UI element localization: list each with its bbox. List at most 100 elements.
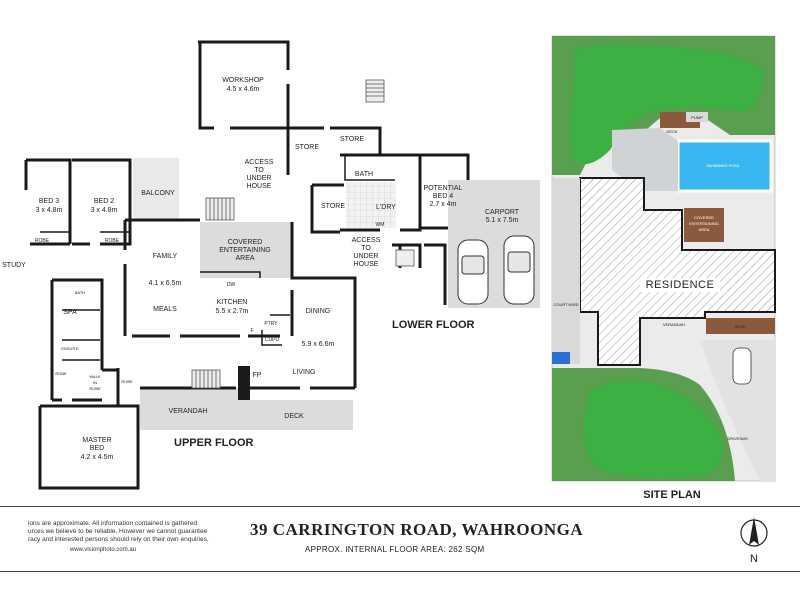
balcony-label: BALCONY: [141, 190, 175, 197]
ensuite-label: ENSUITE: [61, 346, 79, 351]
access-label: HOUSE: [354, 261, 379, 268]
bed4-label: POTENTIAL: [424, 185, 463, 192]
store-label: STORE: [295, 144, 319, 151]
dishwasher-label: DW: [227, 282, 236, 288]
covered-entertaining-area: [200, 222, 292, 278]
stairs: [191, 79, 415, 389]
verandah-label: VERANDAH: [663, 322, 685, 327]
disclaimer-line: urces we believe to be reliable. However…: [28, 528, 208, 535]
site-plan: [551, 35, 776, 482]
floor-area: APPROX. INTERNAL FLOOR AREA: 262 SQM: [305, 545, 485, 554]
site-plan-title: SITE PLAN: [643, 489, 701, 501]
access-label: UNDER: [354, 253, 379, 260]
carport-size: 5.1 x 7.5m: [486, 217, 519, 224]
pantry-label: PTRY: [264, 321, 278, 327]
website-link[interactable]: www.visionphoto.com.au: [70, 547, 137, 553]
verandah-label: VERANDAH: [169, 408, 208, 415]
living-label: LIVING: [293, 369, 316, 376]
kitchen-size: 5.5 x 2.7m: [216, 308, 249, 315]
property-address: 39 CARRINGTON ROAD, WAHROONGA: [250, 520, 584, 539]
covered-entertaining-site: [684, 208, 724, 242]
meals-label: MEALS: [153, 306, 177, 313]
walk-in-robe-label: WALK: [89, 374, 101, 379]
store-label: STORE: [340, 136, 364, 143]
covered-area-label: AREA: [699, 227, 710, 232]
disclaimer: ions are approximate. All information co…: [28, 520, 238, 544]
deck-label: DECK: [666, 129, 677, 134]
dining-size: 5.9 x 6.6m: [302, 341, 335, 348]
north-arrow-icon: N: [740, 517, 768, 565]
access-label: HOUSE: [247, 183, 272, 190]
cupboard-label: CUPD: [265, 337, 280, 343]
master-bed-label: BED: [90, 445, 104, 452]
family-label: FAMILY: [153, 253, 178, 260]
driveway: [700, 340, 775, 481]
deck-label: DECK: [734, 324, 745, 329]
residence-label-bg: [640, 278, 720, 292]
store-label: STORE: [321, 203, 345, 210]
walk-in-robe-label: ROBE: [89, 386, 101, 391]
north-label: N: [750, 553, 758, 565]
covered-area-label: COVERED: [228, 239, 263, 246]
disclaimer-line: racy and interested persons should rely …: [28, 536, 209, 543]
access-label: ACCESS: [245, 159, 274, 166]
deck-label: DECK: [284, 413, 304, 420]
residence-label: RESIDENCE: [646, 279, 715, 291]
footer-rule-bottom: [0, 571, 800, 572]
access-label: TO: [254, 167, 264, 174]
master-bed-size: 4.2 x 4.5m: [81, 454, 114, 461]
fireplace-label: FP: [253, 372, 262, 379]
courtyard-label: COURTYARD: [554, 302, 579, 307]
workshop-label: WORKSHOP: [222, 77, 264, 84]
driveway-label: DRIVEWAY: [728, 436, 749, 441]
footer-rule-top: [0, 506, 800, 507]
fridge-label: F: [250, 328, 253, 334]
car-icons: [457, 235, 535, 305]
pump-label: PUMP: [691, 115, 703, 120]
verandah-area: [140, 388, 238, 430]
covered-area-label: AREA: [235, 255, 254, 262]
meter-box: [552, 352, 570, 364]
master-bed-label: MASTER: [82, 437, 111, 444]
bed4-size: 2.7 x 4m: [430, 201, 457, 208]
laundry-floor: [346, 182, 396, 228]
fireplace: [238, 366, 250, 400]
disclaimer-line: ions are approximate. All information co…: [28, 520, 198, 527]
paving: [612, 128, 678, 191]
bed2-size: 3 x 4.8m: [91, 207, 118, 214]
access-label: ACCESS: [352, 237, 381, 244]
access-label: TO: [361, 245, 371, 252]
study-label: STUDY: [2, 262, 26, 269]
covered-area-label: ENTERTAINING: [219, 247, 270, 254]
deck-site: [706, 318, 775, 334]
bed2-label: BED 2: [94, 198, 114, 205]
covered-area-label: COVERED: [694, 215, 714, 220]
balcony-area: [133, 158, 179, 218]
carport-label: CARPORT: [485, 209, 520, 216]
workshop-size: 4.5 x 4.6m: [227, 86, 260, 93]
washing-machine-label: WM: [376, 222, 385, 228]
bath-label: BATH: [75, 290, 85, 295]
bath-label: BATH: [355, 171, 373, 178]
walk-in-robe-label: IN: [93, 380, 97, 385]
robe-label: ROBE: [55, 371, 67, 376]
robe-label: ROBE: [105, 238, 120, 244]
lower-floor-title: LOWER FLOOR: [392, 319, 475, 331]
bed3-size: 3 x 4.8m: [36, 207, 63, 214]
upper-floor-plan: [24, 40, 540, 490]
pump-box: [686, 112, 708, 122]
spa-label: SPA: [63, 309, 77, 316]
family-size: 4.1 x 6.5m: [149, 280, 182, 287]
floor-plan-drawing: WORKSHOP 4.5 x 4.6m STORE STORE STORE AC…: [2, 35, 776, 501]
robe-label: ROBE: [35, 238, 50, 244]
bed3-label: BED 3: [39, 198, 59, 205]
residence-footprint: [579, 177, 776, 366]
pool-label: SWIMMING POOL: [706, 163, 740, 168]
bed4-label: BED 4: [433, 193, 453, 200]
laundry-label: L'DRY: [376, 204, 396, 211]
site-labels: SWIMMING POOL PUMP DECK COVERED ENTERTAI…: [554, 115, 749, 441]
deck-area: [238, 400, 353, 430]
access-label: UNDER: [247, 175, 272, 182]
robe-label: ROBE: [121, 379, 133, 384]
lawn-south: [583, 381, 723, 478]
